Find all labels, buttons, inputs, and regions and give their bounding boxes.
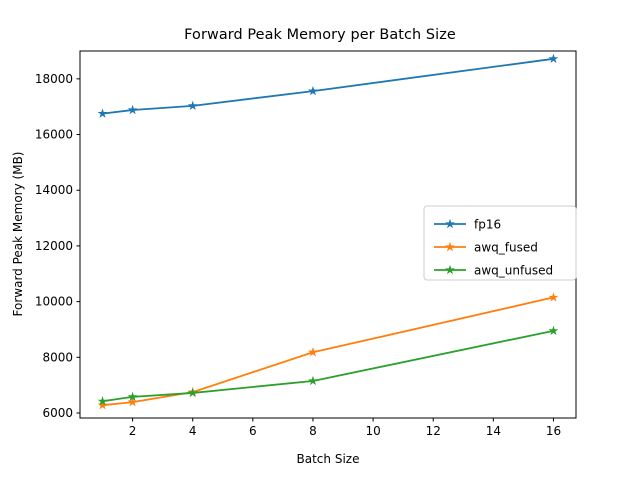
legend-label-awq_fused: awq_fused [474, 241, 538, 255]
legend-item-awq_fused[interactable]: awq_fused [434, 241, 538, 255]
x-tick-label: 6 [249, 424, 257, 438]
legend-marker-fp16 [445, 218, 455, 229]
y-axis-label: Forward Peak Memory (MB) [11, 152, 25, 317]
legend-marker-awq_fused [445, 241, 455, 252]
series-layer [97, 53, 559, 410]
series-line-awq_fused [101, 296, 555, 407]
x-axis-label: Batch Size [297, 452, 360, 466]
y-tick-label: 16000 [35, 128, 73, 142]
data-point-marker [548, 292, 559, 302]
data-point-marker [127, 391, 138, 402]
x-tick-label: 2 [129, 424, 137, 438]
data-point-marker [97, 396, 108, 406]
series-fp16 [97, 53, 559, 118]
y-axis-ticks: 6000 8000 10000 12000 14000 16000 18000 [35, 72, 80, 420]
series-line-awq_unfused [101, 329, 555, 403]
x-tick-label: 16 [546, 424, 561, 438]
legend-item-awq_unfused[interactable]: awq_unfused [434, 264, 553, 278]
x-axis-ticks: 2 4 6 8 10 12 14 16 [129, 418, 561, 438]
data-point-marker [127, 104, 138, 115]
y-tick-label: 14000 [35, 183, 73, 197]
data-point-marker [548, 53, 559, 63]
data-point-marker [548, 325, 559, 336]
y-tick-label: 6000 [42, 406, 73, 420]
legend-label-awq_unfused: awq_unfused [474, 264, 553, 278]
x-tick-label: 10 [365, 424, 380, 438]
y-tick-label: 8000 [42, 350, 73, 364]
data-point-marker [187, 100, 198, 111]
data-point-marker [308, 347, 318, 357]
page-title: Forward Peak Memory per Batch Size [184, 27, 456, 43]
data-point-marker [308, 375, 318, 386]
x-tick-label: 8 [309, 424, 317, 438]
x-tick-label: 12 [426, 424, 441, 438]
series-line-fp16 [101, 57, 555, 115]
data-point-marker [187, 387, 198, 398]
y-tick-label: 10000 [35, 295, 73, 309]
series-awq_fused [97, 292, 559, 410]
data-point-marker [308, 85, 318, 96]
series-awq_unfused [97, 325, 559, 406]
legend-marker-awq_unfused [445, 264, 455, 275]
legend-item-fp16[interactable]: fp16 [434, 218, 501, 232]
y-tick-label: 18000 [35, 72, 73, 86]
data-point-marker [97, 399, 108, 410]
legend-label-fp16: fp16 [474, 218, 501, 232]
y-tick-label: 12000 [35, 239, 73, 253]
x-tick-label: 14 [486, 424, 501, 438]
data-point-marker [97, 108, 108, 118]
x-tick-label: 4 [189, 424, 197, 438]
data-point-marker [127, 396, 138, 407]
chart-legend[interactable]: fp16 awq_fused awq_unfused [423, 205, 577, 281]
